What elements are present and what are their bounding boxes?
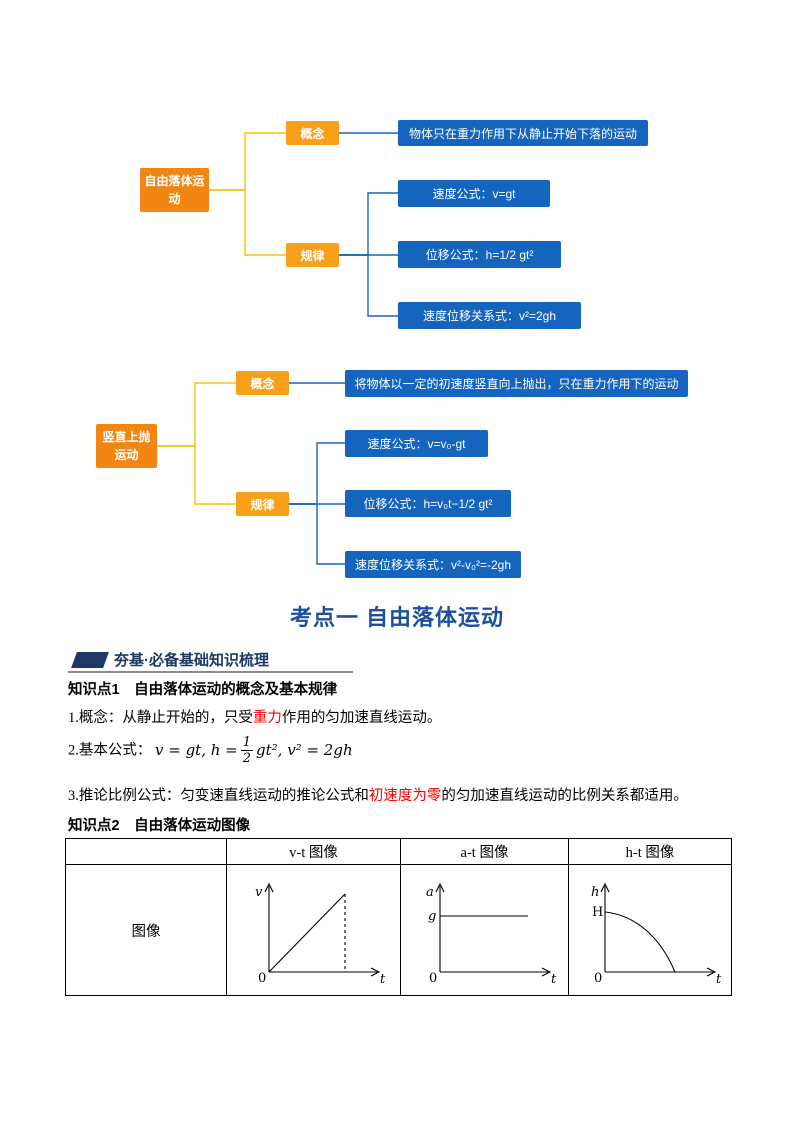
vt-y-arrow xyxy=(264,882,273,892)
throw-rule-velocity-displacement-formula: 速度位移关系式：v²-v₀²=-2gh xyxy=(345,551,521,578)
freefall-concept-label: 概念 xyxy=(300,126,325,141)
at-x-arrow xyxy=(541,967,551,976)
kp1-p3-highlight: 初速度为零 xyxy=(368,788,442,804)
throw-concept-node: 概念 xyxy=(236,371,289,395)
freefall-rule-displacement-formula: 位移公式：h=1/2 gt² xyxy=(398,241,561,268)
throw-rule-velocity-displacement-text: 速度位移关系式：v²-v₀²=-2gh xyxy=(355,558,511,572)
connector-throw-rule-1 xyxy=(289,442,345,505)
table-header-vt: v-t 图像 xyxy=(226,838,401,865)
connector-freefall-rule-1 xyxy=(339,192,398,256)
at-g-label: g xyxy=(428,909,436,924)
freefall-rule-displacement-text: 位移公式：h=1/2 gt² xyxy=(425,248,534,262)
ht-x-arrow xyxy=(706,967,717,976)
connector-freefall-to-concept xyxy=(203,132,286,191)
kp1-paragraph-ratio: 3.推论比例公式：匀变速直线运动的推论公式和初速度为零的匀加速直线运动的比例关系… xyxy=(68,784,688,805)
freefall-rule-velocity-text: 速度公式：v=gt xyxy=(432,187,516,201)
kp1-formula-post: gt², v² = 2gh xyxy=(256,740,353,759)
table-header-ht: h-t 图像 xyxy=(568,838,732,865)
vt-xlabel: t xyxy=(380,972,386,984)
at-graph: a g 0 t xyxy=(426,882,557,987)
connector-freefall-rule-3 xyxy=(339,254,398,317)
freefall-rule-label: 规律 xyxy=(300,248,325,263)
vt-x-arrow xyxy=(370,967,380,976)
table-header-at: a-t 图像 xyxy=(400,838,569,865)
ht-ylabel: h xyxy=(591,885,599,900)
table-header-empty xyxy=(65,838,227,865)
vt-origin: 0 xyxy=(258,971,266,984)
banner-title: 夯基·必备基础知识梳理 xyxy=(114,652,269,669)
connector-freefall-to-rule xyxy=(203,189,286,256)
freefall-concept-definition: 物体只在重力作用下从静止开始下落的运动 xyxy=(398,120,648,146)
kp1-p1-post: 作用的匀加速直线运动。 xyxy=(281,710,442,726)
table-row-label: 图像 xyxy=(65,864,227,996)
connector-throw-rule-3 xyxy=(289,503,345,565)
throw-rule-displacement-formula: 位移公式：h=v₀t−1/2 gt² xyxy=(345,490,511,517)
kp1-p2-label: 2.基本公式： xyxy=(68,742,152,759)
fraction-numerator: 1 xyxy=(240,735,254,751)
freefall-concept-node: 概念 xyxy=(286,121,339,145)
freefall-rule-velocity-formula: 速度公式：v=gt xyxy=(398,180,550,207)
banner-underline xyxy=(68,671,353,673)
throw-root-label: 竖直上抛运动 xyxy=(102,430,151,462)
ht-graph: h H 0 t xyxy=(591,882,722,987)
throw-concept-label: 概念 xyxy=(250,376,275,391)
at-origin: 0 xyxy=(429,971,437,984)
connector-throw-to-concept xyxy=(153,382,236,447)
ht-curve xyxy=(604,910,676,972)
ht-hmax-label: H xyxy=(592,905,603,920)
kp1-p3-post: 的匀加速直线运动的比例关系都适用。 xyxy=(441,788,688,804)
throw-rule-velocity-text: 速度公式：v=v₀-gt xyxy=(367,437,466,451)
connector-throw-to-rule xyxy=(153,445,236,505)
kp1-heading: 知识点1 自由落体运动的概念及基本规律 xyxy=(68,682,338,698)
vt-ylabel: v xyxy=(255,885,263,900)
fraction-denominator: 2 xyxy=(242,751,252,766)
kp1-formula-pre: v = gt, h = xyxy=(155,740,238,759)
freefall-rule-node: 规律 xyxy=(286,243,339,267)
at-ylabel: a xyxy=(426,885,434,900)
section-title: 考点一 自由落体运动 xyxy=(289,605,505,630)
table-cell-at-graph: a g 0 t xyxy=(400,864,569,996)
freefall-rule-velocity-displacement-formula: 速度位移关系式：v²=2gh xyxy=(398,302,581,329)
throw-rule-label: 规律 xyxy=(250,497,275,512)
freefall-rule-velocity-displacement-text: 速度位移关系式：v²=2gh xyxy=(422,309,557,323)
ht-origin: 0 xyxy=(594,971,602,984)
kp1-p1-highlight: 重力 xyxy=(252,710,282,726)
ht-xlabel: t xyxy=(716,972,722,984)
kp2-heading: 知识点2 自由落体运动图像 xyxy=(68,818,251,834)
vt-graph: v 0 t xyxy=(255,882,386,987)
at-xlabel: t xyxy=(551,972,557,984)
throw-rule-node: 规律 xyxy=(236,492,289,516)
kp1-p1-pre: 1.概念：从静止开始的，只受 xyxy=(68,710,253,726)
kp1-p3-pre: 3.推论比例公式：匀变速直线运动的推论公式和 xyxy=(68,788,369,804)
table-cell-ht-graph: h H 0 t xyxy=(568,864,732,996)
ht-y-arrow xyxy=(600,882,610,892)
throw-rule-velocity-formula: 速度公式：v=v₀-gt xyxy=(345,430,488,457)
table-cell-vt-graph: v 0 t xyxy=(226,864,401,996)
kp2-graph-table: v-t 图像 a-t 图像 h-t 图像 图像 v 0 xyxy=(65,838,732,996)
throw-rule-displacement-text: 位移公式：h=v₀t−1/2 gt² xyxy=(363,497,493,511)
freefall-root-node: 自由落体运动 xyxy=(140,168,209,212)
throw-root-node: 竖直上抛运动 xyxy=(96,424,157,468)
at-y-arrow xyxy=(435,882,444,892)
vt-line xyxy=(268,893,345,972)
freefall-root-label: 自由落体运动 xyxy=(144,174,205,206)
freefall-concept-definition-text: 物体只在重力作用下从静止开始下落的运动 xyxy=(408,126,637,141)
kp1-paragraph-concept: 1.概念：从静止开始的，只受重力作用的匀加速直线运动。 xyxy=(68,706,441,727)
throw-concept-definition-text: 将物体以一定的初速度竖直向上抛出，只在重力作用下的运动 xyxy=(354,377,679,391)
banner-parallelogram-shape xyxy=(71,652,109,668)
throw-concept-definition: 将物体以一定的初速度竖直向上抛出，只在重力作用下的运动 xyxy=(345,370,688,397)
